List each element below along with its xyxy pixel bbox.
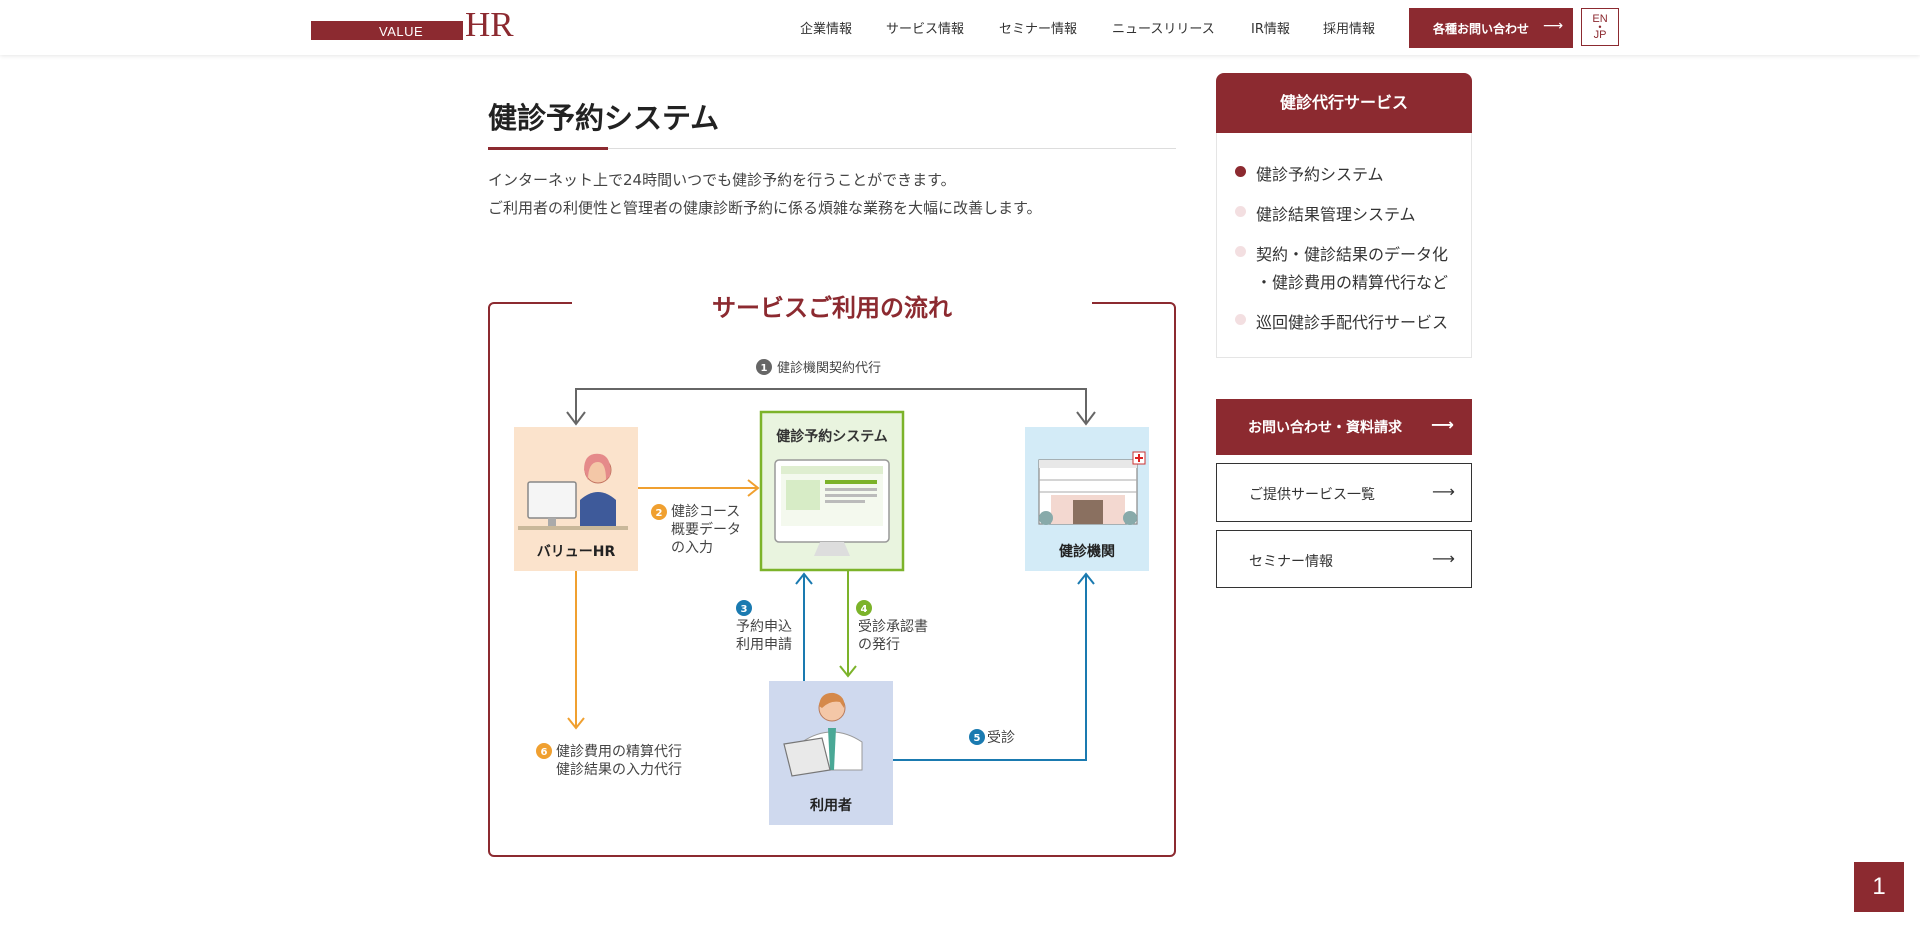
- seminar-info-label: セミナー情報: [1249, 554, 1333, 570]
- contact-button[interactable]: 各種お問い合わせ ⟶: [1409, 8, 1573, 48]
- lang-jp[interactable]: JP: [1593, 29, 1607, 41]
- user-box: 利用者: [769, 681, 893, 825]
- step2-number: 2: [656, 508, 663, 519]
- step1-arrow: [566, 388, 1096, 426]
- step3-number: 3: [741, 604, 748, 615]
- step5-arrow: [893, 572, 1095, 761]
- service-flow-title: サービスご利用の流れ: [572, 288, 1092, 323]
- nav-ir[interactable]: IR情報: [1251, 22, 1290, 37]
- sidebar-item-reservation-system[interactable]: 健診予約システム: [1256, 165, 1384, 184]
- step6-line-1: 健診費用の精算代行: [556, 744, 682, 760]
- nav-seminar[interactable]: セミナー情報: [999, 22, 1078, 37]
- language-switcher[interactable]: EN • JP: [1581, 8, 1619, 46]
- step1-badge: [756, 359, 772, 375]
- arrow-right-icon: ⟶: [1431, 415, 1454, 434]
- contact-button-label: 各種お問い合わせ: [1433, 22, 1530, 36]
- system-box-title: 健診予約システム: [776, 428, 888, 445]
- page-title: 健診予約システム: [488, 101, 720, 135]
- step2-badge: [651, 504, 667, 520]
- step3-label: 3 予約申込 利用申請: [736, 600, 792, 653]
- step2-label: 2 健診コース 概要データ の入力: [651, 504, 741, 556]
- step4-label: 4 受診承認書 の発行: [856, 600, 928, 653]
- service-flow-diagram: 1 健診機関契約代行 バリューHR 健診予約システム: [514, 359, 1149, 825]
- reservation-system-box: 健診予約システム: [759, 410, 905, 572]
- lang-separator: •: [1598, 22, 1602, 32]
- institution-label: 健診機関: [1059, 543, 1115, 560]
- step4-number: 4: [861, 604, 868, 615]
- nav-recruit[interactable]: 採用情報: [1323, 22, 1376, 37]
- step6-badge: [536, 743, 552, 759]
- seminar-info-button[interactable]: セミナー情報 ⟶: [1216, 530, 1472, 588]
- sidebar-heading: 健診代行サービス: [1216, 73, 1472, 133]
- step3-badge: [736, 600, 752, 616]
- service-list-label: ご提供サービス一覧: [1249, 487, 1375, 503]
- title-accent-line: [488, 147, 608, 150]
- site-header: VALUE HR 企業情報 サービス情報 セミナー情報 ニュースリリース IR情…: [0, 0, 1920, 55]
- step5-number: 5: [974, 733, 981, 744]
- page-top-button[interactable]: 1: [1854, 862, 1904, 912]
- step2-line-3: の入力: [671, 540, 713, 556]
- inquiry-request-button[interactable]: お問い合わせ・資料請求 ⟶: [1216, 399, 1472, 455]
- sidebar-item-results-management[interactable]: 健診結果管理システム: [1256, 205, 1416, 224]
- user-label: 利用者: [810, 797, 852, 814]
- bullet-active-icon: [1235, 166, 1246, 177]
- logo-hr-text: HR: [465, 5, 514, 44]
- step5-badge: [969, 729, 985, 745]
- bullet-icon: [1235, 206, 1246, 217]
- title-divider: [488, 148, 1176, 149]
- office-worker-illustration: [518, 453, 628, 530]
- user-with-laptop-illustration: [783, 692, 863, 777]
- service-list-button[interactable]: ご提供サービス一覧 ⟶: [1216, 463, 1472, 522]
- step4-badge: [856, 600, 872, 616]
- hospital-building-illustration: [1038, 451, 1146, 525]
- step3-arrow: [795, 572, 813, 681]
- valuehr-label: バリューHR: [537, 544, 616, 560]
- step4-arrow: [839, 570, 857, 678]
- bullet-icon: [1235, 246, 1246, 257]
- nav-services[interactable]: サービス情報: [886, 22, 965, 37]
- lang-en[interactable]: EN: [1592, 13, 1608, 25]
- step6-line-2: 健診結果の入力代行: [556, 762, 682, 778]
- step2-line-1: 健診コース: [671, 504, 740, 520]
- arrow-right-icon: ⟶: [1432, 482, 1455, 501]
- valuehr-box: バリューHR: [514, 427, 638, 571]
- logo-bar: [311, 21, 463, 40]
- step6-number: 6: [541, 747, 548, 758]
- institution-box: 健診機関: [1025, 427, 1149, 571]
- step4-line-2: の発行: [858, 637, 900, 653]
- intro-line-1: インターネット上で24時間いつでも健診予約を行うことができます。: [488, 171, 956, 189]
- step6-arrow: [567, 571, 585, 730]
- step5-text: 受診: [987, 730, 1015, 746]
- step6-label: 6 健診費用の精算代行 健診結果の入力代行: [536, 743, 682, 778]
- step2-line-2: 概要データ: [671, 521, 741, 538]
- step2-arrow: [638, 479, 760, 497]
- arrow-right-icon: ⟶: [1543, 18, 1564, 34]
- sidebar-item-data-conversion-line2[interactable]: ・健診費用の精算代行など: [1256, 273, 1449, 292]
- step3-line-1: 予約申込: [736, 619, 792, 635]
- bullet-icon: [1235, 314, 1246, 325]
- step3-line-2: 利用申請: [736, 637, 792, 653]
- step1-label: 1 健診機関契約代行: [756, 359, 881, 376]
- step4-line-1: 受診承認書: [858, 619, 928, 635]
- step1-number: 1: [761, 363, 768, 374]
- nav-news[interactable]: ニュースリリース: [1112, 22, 1215, 37]
- logo-value-text: VALUE: [379, 24, 424, 39]
- nav-company[interactable]: 企業情報: [800, 22, 853, 37]
- sidebar-menu: [1216, 133, 1472, 358]
- monitor-illustration: [774, 459, 890, 556]
- step5-label: 5 受診: [969, 729, 1015, 746]
- step1-text: 健診機関契約代行: [777, 360, 881, 376]
- intro-line-2: ご利用者の利便性と管理者の健康診断予約に係る煩雑な業務を大幅に改善します。: [488, 199, 1042, 217]
- sidebar-item-data-conversion[interactable]: 契約・健診結果のデータ化: [1256, 245, 1449, 264]
- inquiry-request-label: お問い合わせ・資料請求: [1248, 420, 1402, 436]
- sidebar-item-mobile-checkup[interactable]: 巡回健診手配代行サービス: [1256, 313, 1449, 332]
- value-hr-logo[interactable]: VALUE HR: [311, 7, 514, 43]
- arrow-right-icon: ⟶: [1432, 549, 1455, 568]
